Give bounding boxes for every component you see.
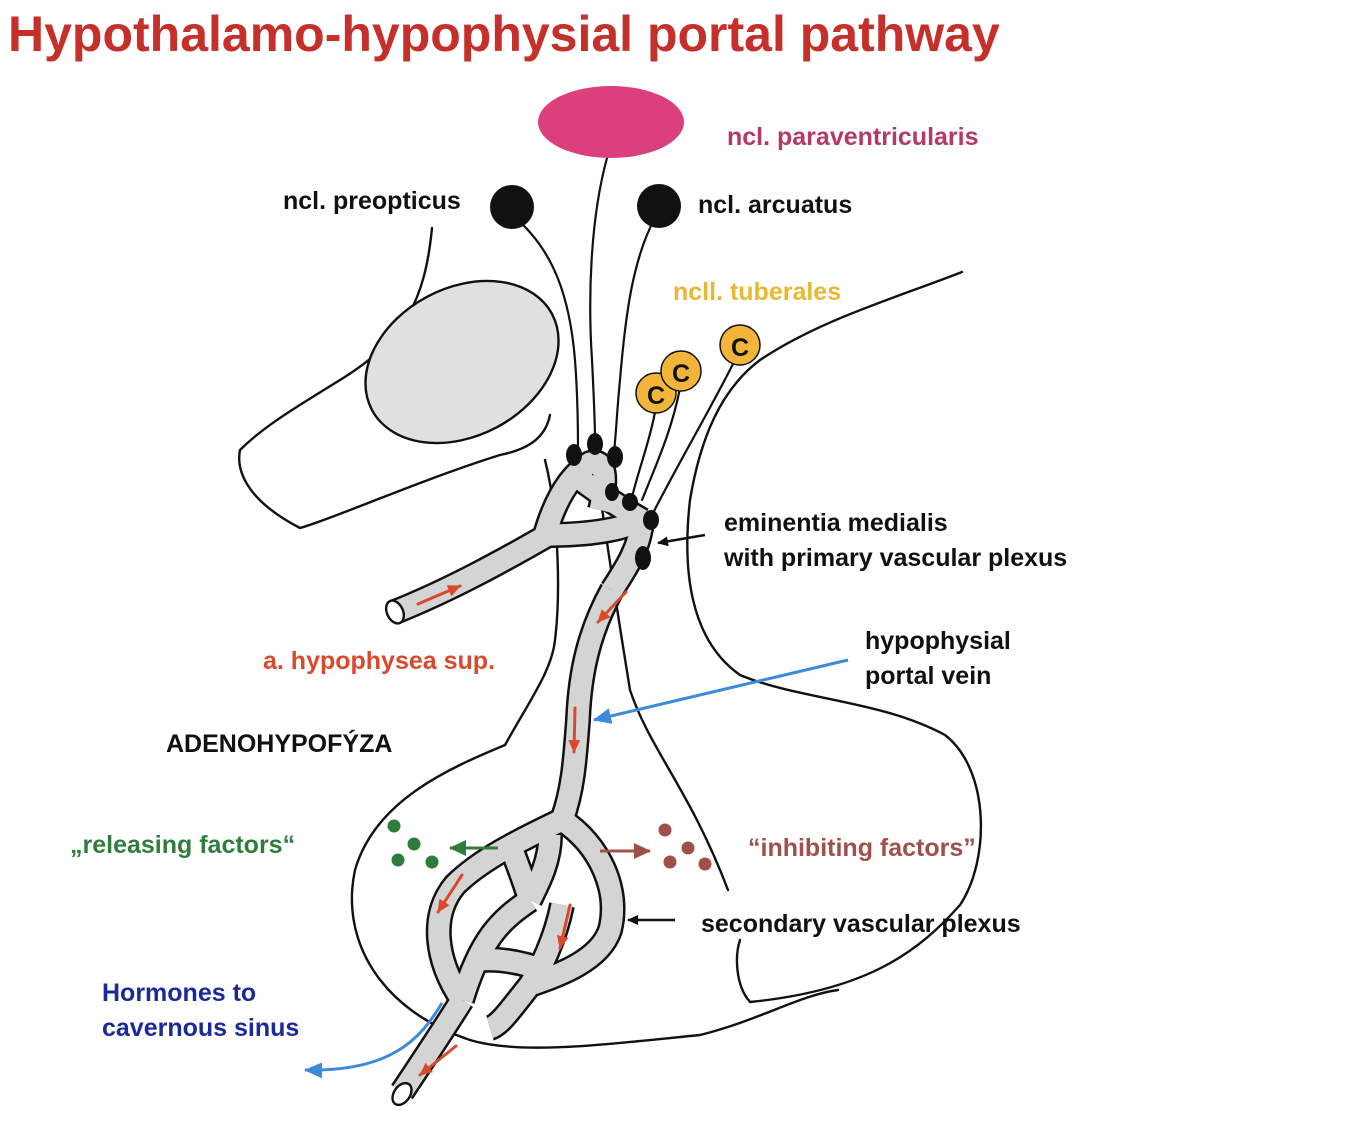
label-secondary-plexus: secondary vascular plexus [701, 910, 1021, 938]
label-preopticus: ncl. preopticus [283, 187, 461, 215]
label-inhibiting-factors: “inhibiting factors” [748, 834, 976, 862]
svg-text:C: C [647, 382, 665, 410]
label-hormones-line1: Hormones to [102, 979, 256, 1007]
c-cell: C [660, 350, 702, 392]
hormones-outflow-arrow [304, 1002, 444, 1079]
tuberalis-axon-1 [630, 410, 657, 499]
adenohypophysis-outline [350, 743, 840, 1049]
label-arcuatus: ncl. arcuatus [698, 191, 852, 219]
tuberalis-axon-3 [650, 358, 737, 517]
vein-open-end [391, 1081, 413, 1107]
tuberalis-axon-2 [640, 386, 682, 502]
svg-text:C: C [672, 360, 690, 388]
preopticus-nucleus [490, 185, 534, 229]
label-tuberales: ncll. tuberales [673, 278, 841, 306]
flow-arrows [416, 584, 628, 1077]
label-adenohypofyza: ADENOHYPOFÝZA [166, 728, 392, 758]
axon-terminals [566, 433, 659, 570]
diagram-title: Hypothalamo-hypophysial portal pathway [8, 6, 1000, 62]
vascular-plexus [384, 449, 655, 1107]
label-eminentia-line2: with primary vascular plexus [723, 544, 1067, 572]
label-a-hypophysea: a. hypophysea sup. [263, 647, 495, 675]
infundibulum-right-outline [596, 478, 730, 892]
pointer-arrows [304, 533, 849, 1079]
labels: ncl. paraventricularis ncl. preopticus n… [70, 123, 1067, 1042]
arcuatus-axon [612, 216, 657, 454]
label-portal-vein-line2: portal vein [865, 662, 991, 690]
neurohypophysis-outline [686, 270, 983, 1004]
axons [510, 156, 737, 517]
svg-text:C: C [731, 334, 749, 362]
inhibiting-factor-dots [658, 823, 712, 871]
portal-vein-pointer-arrow [593, 658, 849, 724]
releasing-factor-dots [387, 819, 439, 869]
optic-chiasm [364, 279, 560, 445]
label-eminentia-line1: eminentia medialis [724, 509, 948, 537]
c-cell: C [719, 324, 761, 366]
paraventricularis-nucleus [538, 86, 684, 158]
arcuatus-nucleus [637, 184, 681, 228]
label-portal-vein-line1: hypophysial [865, 627, 1011, 655]
nuclei [490, 86, 684, 229]
paraventricularis-axon [589, 156, 609, 442]
label-paraventricularis: ncl. paraventricularis [727, 123, 979, 151]
label-hormones-line2: cavernous sinus [102, 1014, 299, 1042]
label-releasing-factors: „releasing factors“ [70, 831, 295, 859]
tuberales-cells: C C C [635, 324, 761, 414]
preopticus-axon [510, 213, 580, 450]
eminentia-pointer-arrow [657, 533, 706, 547]
artery-open-end [384, 599, 406, 625]
